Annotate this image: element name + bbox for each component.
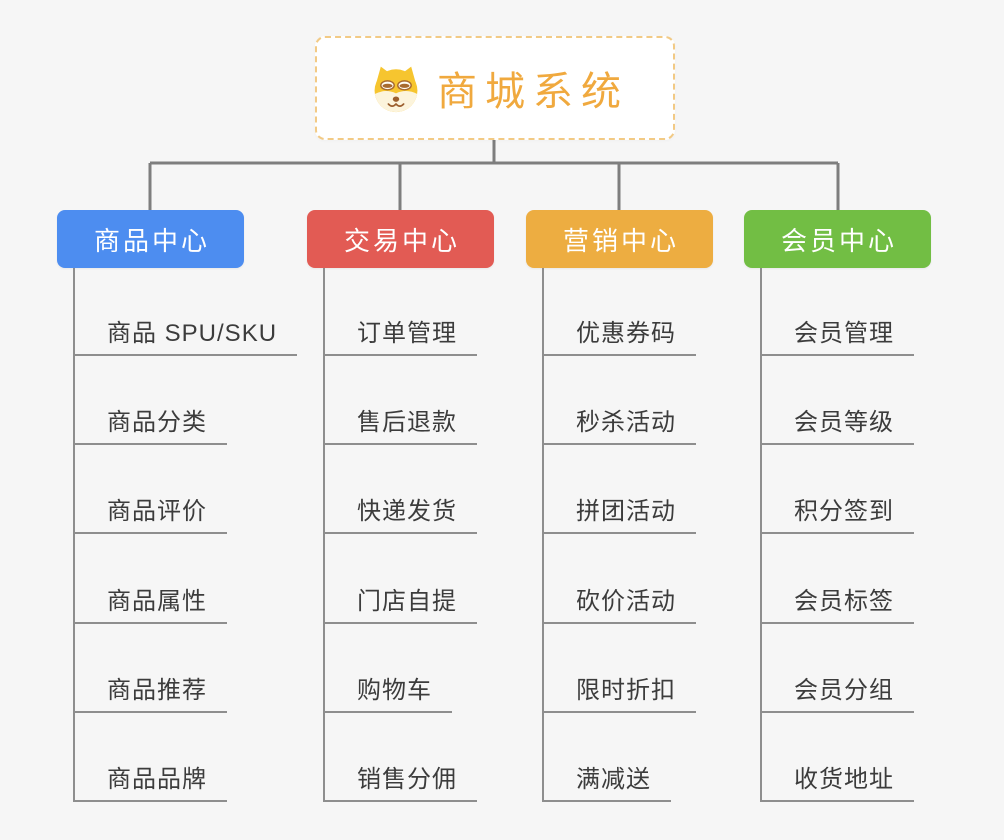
branch-trade-center: 交易中心 订单管理 售后退款 快递发货 门店自提 购物车 销售分佣: [307, 210, 557, 820]
branch-member-center: 会员中心 会员管理 会员等级 积分签到 会员标签 会员分组 收货地址: [744, 210, 994, 820]
branch-label: 会员中心: [780, 225, 897, 256]
leaf-node[interactable]: 购物车: [323, 675, 452, 713]
branch-rail: [542, 268, 544, 802]
leaf-node[interactable]: 拼团活动: [542, 496, 696, 534]
branch-node-marketing-center[interactable]: 营销中心: [526, 210, 713, 268]
branch-label: 营销中心: [562, 225, 679, 256]
leaf-node[interactable]: 快递发货: [323, 496, 477, 534]
leaf-node[interactable]: 限时折扣: [542, 675, 696, 713]
leaf-node[interactable]: 砍价活动: [542, 586, 696, 624]
leaf-node[interactable]: 优惠券码: [542, 318, 696, 356]
leaf-node[interactable]: 商品推荐: [73, 675, 227, 713]
leaf-node[interactable]: 商品分类: [73, 407, 227, 445]
branch-rail: [323, 268, 325, 802]
branch-label: 交易中心: [343, 225, 460, 256]
leaf-node[interactable]: 会员分组: [760, 675, 914, 713]
leaf-node[interactable]: 积分签到: [760, 496, 914, 534]
leaf-node[interactable]: 会员标签: [760, 586, 914, 624]
branch-node-member-center[interactable]: 会员中心: [744, 210, 931, 268]
branch-rail: [73, 268, 75, 802]
leaf-node[interactable]: 销售分佣: [323, 764, 477, 802]
leaf-node[interactable]: 门店自提: [323, 586, 477, 624]
root-node[interactable]: 商城系统: [315, 36, 675, 140]
leaf-node[interactable]: 商品属性: [73, 586, 227, 624]
branch-product-center: 商品中心 商品 SPU/SKU 商品分类 商品评价 商品属性 商品推荐 商品品牌: [57, 210, 307, 820]
leaf-node[interactable]: 售后退款: [323, 407, 477, 445]
leaf-node[interactable]: 秒杀活动: [542, 407, 696, 445]
leaf-node[interactable]: 会员管理: [760, 318, 914, 356]
root-node-label: 商城系统: [437, 70, 629, 114]
branch-marketing-center: 营销中心 优惠券码 秒杀活动 拼团活动 砍价活动 限时折扣 满减送: [526, 210, 776, 820]
branch-label: 商品中心: [93, 225, 210, 256]
branch-node-product-center[interactable]: 商品中心: [57, 210, 244, 268]
leaf-node[interactable]: 商品评价: [73, 496, 227, 534]
leaf-node[interactable]: 收货地址: [760, 764, 914, 802]
leaf-node[interactable]: 商品品牌: [73, 764, 227, 802]
leaf-node[interactable]: 商品 SPU/SKU: [73, 318, 298, 356]
branch-rail: [760, 268, 762, 802]
dog-icon: [369, 63, 423, 113]
leaf-node[interactable]: 满减送: [542, 764, 671, 802]
leaf-node[interactable]: 订单管理: [323, 318, 477, 356]
branch-node-trade-center[interactable]: 交易中心: [307, 210, 494, 268]
leaf-node[interactable]: 会员等级: [760, 407, 914, 445]
